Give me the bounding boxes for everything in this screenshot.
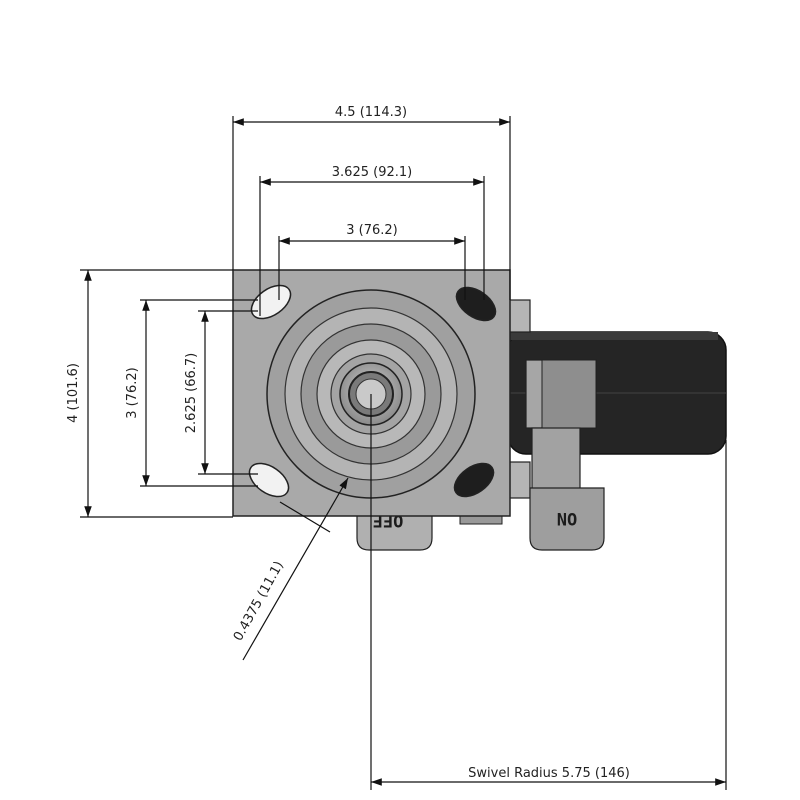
- brake-off-tab: [356, 511, 433, 551]
- bolt-vertical-short-label: 2.625 (66.7): [184, 353, 199, 433]
- wheel-top-edge: [508, 332, 718, 340]
- dim-line-bolt-hole: [242, 477, 349, 661]
- brake-stem: [531, 427, 581, 491]
- brake-lever: ON OFF: [356, 359, 605, 551]
- bolt-spacing-short-label: 3 (76.2): [346, 223, 398, 238]
- bolt-vertical-long-label: 3 (76.2): [125, 367, 140, 419]
- bolt-slot-bottom-left: [248, 462, 290, 498]
- plate-width-label: 4.5 (114.3): [335, 105, 407, 120]
- fork-bottom-bracket: [507, 461, 531, 499]
- bolt-slot-top-left: [250, 284, 292, 320]
- swivel-radius-label: Swivel Radius 5.75 (146): [468, 766, 630, 781]
- fork-brackets: [459, 299, 531, 525]
- bolt-spacing-long-label: 3.625 (92.1): [332, 165, 412, 180]
- brake-arm-inner: [541, 359, 597, 429]
- brake-on-tab: [529, 487, 605, 551]
- dimension-lines: [80, 116, 727, 790]
- plate-length-label: 4 (101.6): [66, 363, 81, 423]
- fork-top-bracket: [507, 299, 531, 333]
- brake-on-label: ON: [557, 508, 577, 528]
- bolt-slot-bottom-right: [453, 462, 495, 498]
- bolt-hole-label: 0.4375 (11.1): [231, 559, 287, 644]
